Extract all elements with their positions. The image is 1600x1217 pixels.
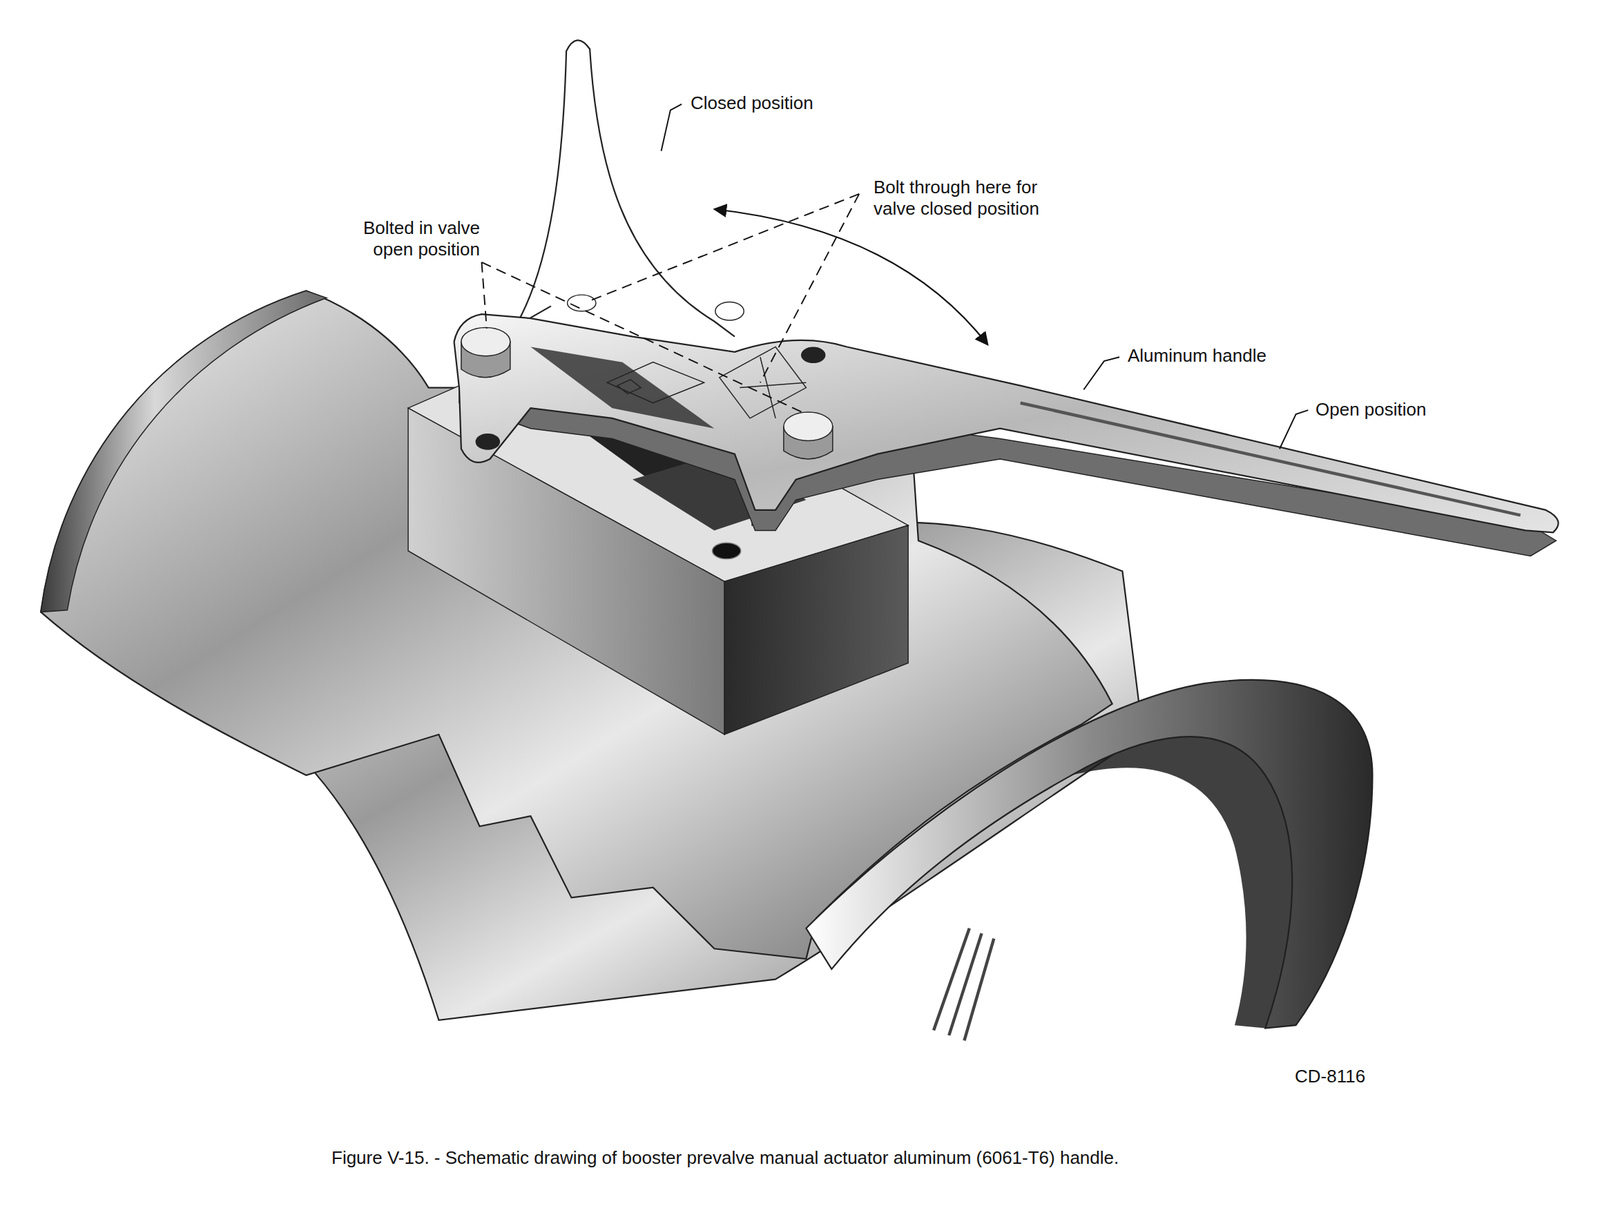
plate-cutout <box>530 346 715 429</box>
callout-note: Bolt through here for valve closed posit… <box>871 176 1083 220</box>
position-label: Closed position <box>688 92 816 114</box>
handle-groove <box>1020 403 1521 516</box>
bolt <box>783 412 833 460</box>
leader-line <box>661 104 683 152</box>
rotation-arrow <box>714 209 988 346</box>
leader-line <box>1083 357 1120 390</box>
aluminum-handle <box>454 314 1559 533</box>
bolt-hole <box>711 542 741 560</box>
leader-line <box>1279 410 1308 449</box>
leader-line <box>481 262 804 414</box>
position-label: Open position <box>1313 399 1429 421</box>
scoop-end <box>805 680 1373 1029</box>
callout-note: Bolted in valve open position <box>331 217 483 261</box>
flange-rim <box>40 290 327 612</box>
leader-line <box>586 194 860 383</box>
bolt-hole <box>475 433 500 451</box>
scoop-inner <box>1071 736 1293 1029</box>
closed-handle-outline <box>515 40 735 337</box>
bolt <box>461 327 511 378</box>
drawing-number: CD-8116 <box>1292 1066 1368 1088</box>
bolt-hole <box>801 346 826 364</box>
part-name: Aluminum handle <box>1125 345 1269 367</box>
bolt-hole <box>715 301 744 321</box>
pipe-groove <box>933 928 994 1042</box>
bolt-hole <box>567 294 596 312</box>
diamond-mark <box>606 362 704 404</box>
block-front <box>724 525 909 735</box>
figure-caption: Figure V-15. - Schematic drawing of boos… <box>331 1147 1119 1170</box>
